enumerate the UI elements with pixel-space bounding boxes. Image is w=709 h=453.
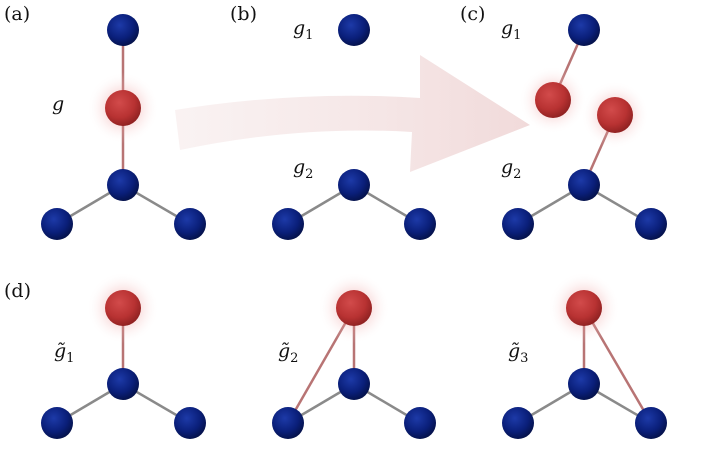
panel-b-label: (b) <box>230 3 257 25</box>
panel-d-variant-3: g̃3 <box>502 272 667 439</box>
panel-c: (c) g1 g2 <box>460 3 667 240</box>
panel-d-variant-2: g̃2 <box>272 272 436 439</box>
node-blue <box>107 169 139 201</box>
node-red <box>535 82 571 118</box>
node-blue <box>502 407 534 439</box>
variant-3-label: g̃3 <box>508 340 528 366</box>
panel-c-label: (c) <box>460 3 485 25</box>
node-red <box>105 290 141 326</box>
node-blue <box>272 407 304 439</box>
node-blue <box>568 14 600 46</box>
node-blue <box>338 368 370 400</box>
node-blue <box>41 407 73 439</box>
node-blue <box>174 407 206 439</box>
panel-a: (a) g <box>4 3 206 240</box>
node-blue <box>107 14 139 46</box>
variant-1-label: g̃1 <box>54 340 74 366</box>
panel-b: (b) g1 g2 <box>230 3 436 240</box>
panel-d-label: (d) <box>4 280 31 302</box>
variant-2-label: g̃2 <box>278 340 298 366</box>
node-blue <box>338 14 370 46</box>
node-blue <box>502 208 534 240</box>
node-blue <box>272 208 304 240</box>
node-blue <box>568 368 600 400</box>
node-red <box>105 90 141 126</box>
node-blue <box>107 368 139 400</box>
node-blue <box>635 208 667 240</box>
panel-d-variant-1: g̃1 <box>41 272 206 439</box>
panel-b-graph2-label: g2 <box>293 156 313 182</box>
panel-a-label: (a) <box>4 3 30 25</box>
node-blue <box>404 208 436 240</box>
node-blue <box>174 208 206 240</box>
node-red <box>566 290 602 326</box>
node-red <box>597 97 633 133</box>
panel-b-graph1-label: g1 <box>293 17 313 43</box>
node-blue <box>568 169 600 201</box>
panel-d: (d) g̃1 g̃2 g̃3 <box>4 272 667 439</box>
node-blue <box>338 169 370 201</box>
panel-a-graph-label: g <box>52 93 64 115</box>
node-blue <box>41 208 73 240</box>
panel-c-graph2-label: g2 <box>501 156 521 182</box>
node-red <box>336 290 372 326</box>
transition-arrow <box>175 55 530 172</box>
node-blue <box>635 407 667 439</box>
node-blue <box>404 407 436 439</box>
panel-c-graph1-label: g1 <box>501 17 521 43</box>
